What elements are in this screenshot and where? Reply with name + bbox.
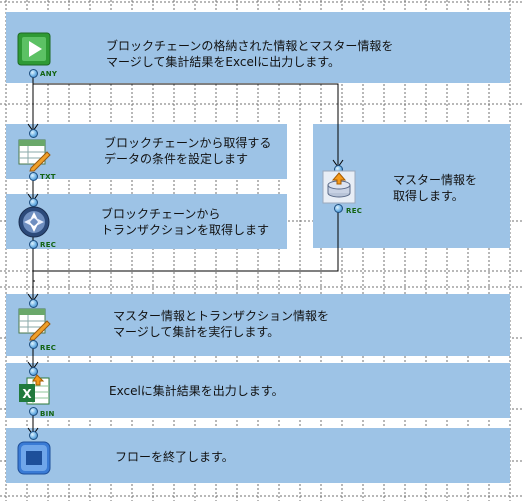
node-description: ブロックチェーンから取得する データの条件を設定します: [104, 136, 272, 166]
blockchain-icon[interactable]: [17, 205, 51, 239]
node-description: Excelに集計結果を出力します。: [109, 384, 284, 398]
node-panel-merge[interactable]: [6, 294, 510, 356]
node-description: ブロックチェーンの格納された情報とマスター情報を マージして集計結果をExcel…: [106, 39, 394, 69]
input-port[interactable]: [29, 431, 38, 440]
input-port[interactable]: [29, 198, 38, 207]
output-port[interactable]: [29, 340, 38, 349]
port-type-label: REC: [40, 241, 57, 249]
input-port[interactable]: [29, 299, 38, 308]
input-port[interactable]: [29, 367, 38, 376]
port-type-label: TXT: [40, 173, 56, 181]
output-port[interactable]: [29, 69, 38, 78]
output-port[interactable]: [29, 240, 38, 249]
output-port[interactable]: [334, 204, 343, 213]
port-type-label: BIN: [40, 410, 55, 418]
port-type-label: REC: [40, 344, 57, 352]
node-description: マスター情報を 取得します。: [393, 173, 478, 203]
output-port[interactable]: [29, 407, 38, 416]
stop-icon[interactable]: [17, 441, 51, 475]
table-edit-icon[interactable]: [17, 138, 51, 172]
port-type-label: REC: [346, 207, 363, 215]
play-icon[interactable]: [17, 32, 51, 66]
input-port[interactable]: [29, 129, 38, 138]
table-edit-icon[interactable]: [17, 307, 51, 341]
excel-icon[interactable]: X: [17, 374, 51, 408]
node-panel-start[interactable]: [6, 12, 510, 83]
node-description: ブロックチェーンから トランザクションを取得します: [101, 207, 270, 237]
node-description: マスター情報とトランザクション情報を マージして集計を実行します。: [113, 309, 330, 339]
output-port[interactable]: [29, 172, 38, 181]
svg-text:X: X: [22, 387, 32, 401]
port-type-label: ANY: [40, 70, 58, 78]
node-panel-end[interactable]: [6, 428, 510, 483]
node-panel-excel-output[interactable]: [6, 363, 510, 418]
node-description: フローを終了します。: [115, 450, 234, 464]
database-icon[interactable]: [322, 170, 356, 204]
